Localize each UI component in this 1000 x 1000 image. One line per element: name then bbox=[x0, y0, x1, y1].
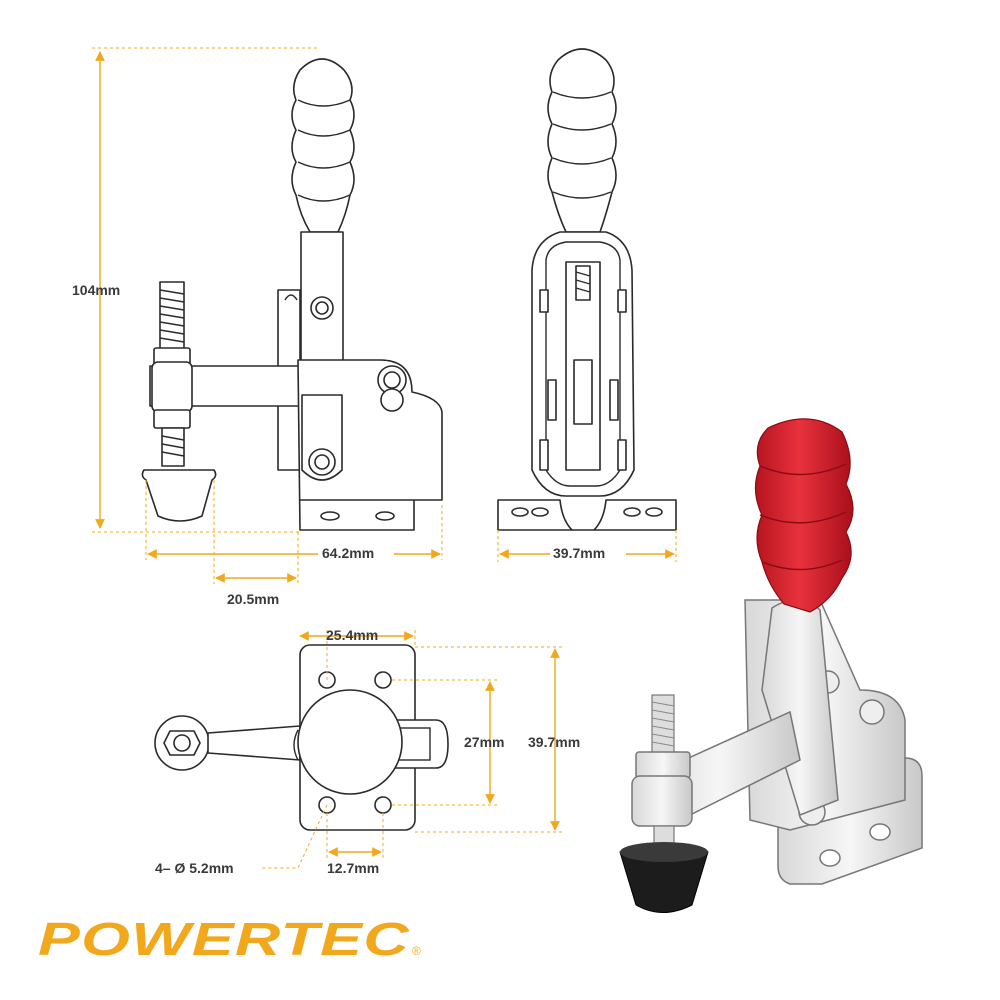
top-arm bbox=[207, 725, 301, 761]
top-view-dimensions: 25.4mm 27mm 39.7mm 4– Ø 5.2mm 12.7mm bbox=[155, 627, 580, 876]
dim-overall-height: 104mm bbox=[72, 282, 120, 298]
dim-base-width-top: 39.7mm bbox=[528, 734, 580, 750]
dim-hole-diameter: 4– Ø 5.2mm bbox=[155, 860, 234, 876]
registered-mark: ® bbox=[412, 944, 421, 958]
side-view bbox=[141, 58, 443, 531]
side-spindle bbox=[141, 281, 217, 522]
front-view bbox=[497, 48, 677, 531]
top-handle-knob bbox=[297, 689, 403, 795]
product-3d-illustration bbox=[619, 418, 923, 913]
side-view-dimensions: 104mm 64.2mm 20.5mm bbox=[72, 47, 443, 607]
brand-logo: POWERTEC ® bbox=[38, 913, 421, 965]
dim-hole-spacing-short: 12.7mm bbox=[327, 860, 379, 876]
front-handle-grip bbox=[547, 48, 617, 233]
dim-hole-spacing-side: 27mm bbox=[464, 734, 504, 750]
dim-spindle-offset: 20.5mm bbox=[227, 591, 279, 607]
front-view-dimensions: 39.7mm bbox=[497, 530, 677, 562]
3d-red-handle bbox=[754, 418, 854, 613]
side-handle-grip bbox=[291, 58, 355, 233]
dim-base-width-side: 39.7mm bbox=[553, 545, 605, 561]
dim-hole-spacing-long: 25.4mm bbox=[326, 627, 378, 643]
dim-overall-length: 64.2mm bbox=[322, 545, 374, 561]
top-view bbox=[154, 644, 449, 831]
brand-logo-text: POWERTEC bbox=[38, 913, 410, 965]
